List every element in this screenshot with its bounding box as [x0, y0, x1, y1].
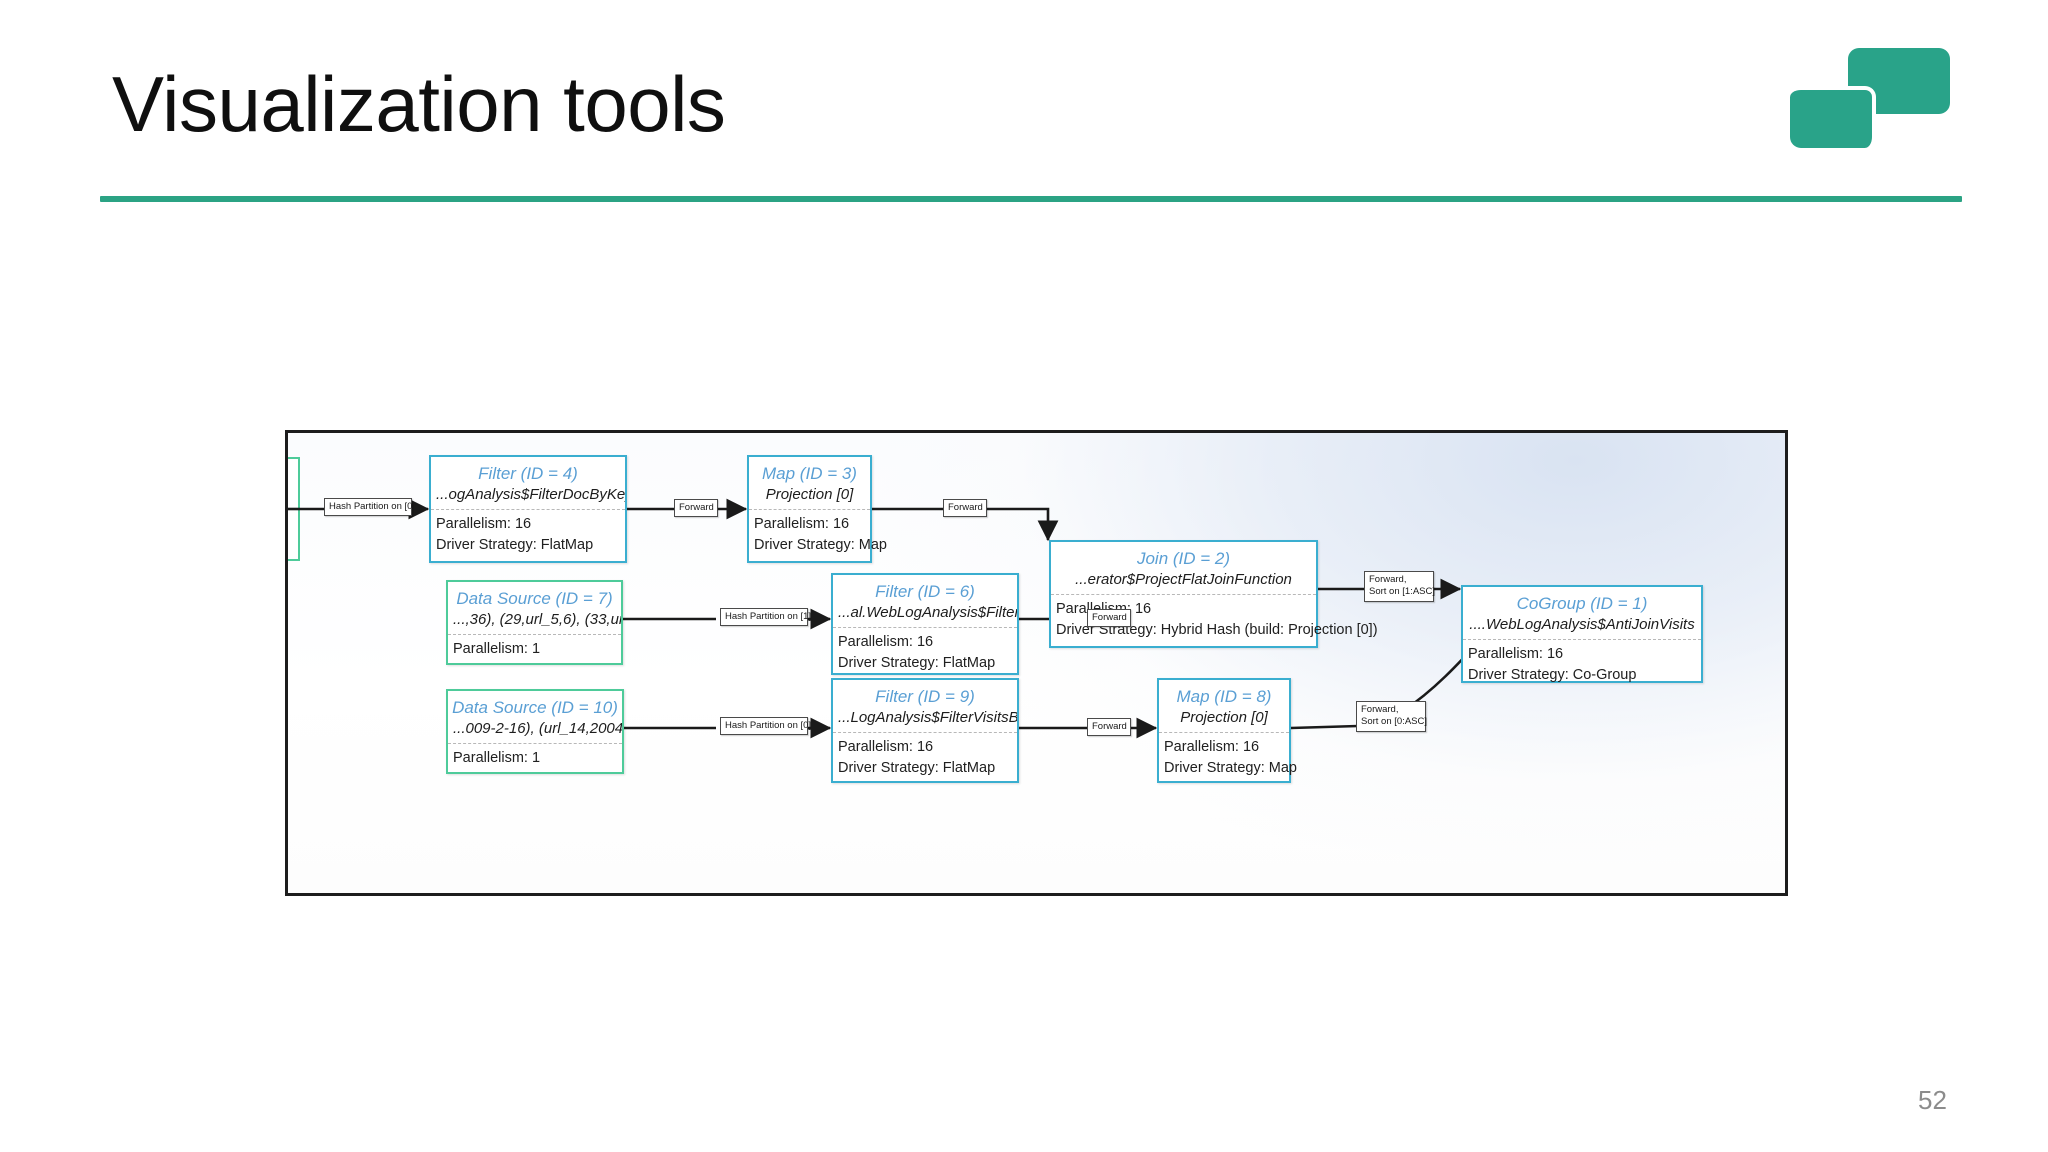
operator-header: Data Source (ID = 10) — [452, 698, 618, 717]
operator-subtitle: ...al.WebLogAnalysis$FilterByRank — [833, 602, 1017, 628]
operator-body: Parallelism: 1 — [448, 635, 621, 664]
execution-plan-viewport[interactable]: Filter (ID = 4) ...ogAnalysis$FilterDocB… — [285, 430, 1788, 896]
edge-label-forward-map3-join2[interactable]: Forward — [943, 499, 987, 517]
operator-header: Filter (ID = 6) — [875, 582, 975, 601]
operator-node-filter-9[interactable]: Filter (ID = 9) ...LogAnalysis$FilterVis… — [831, 678, 1019, 783]
operator-body: Parallelism: 1 — [448, 744, 622, 773]
operator-driver-strategy: Driver Strategy: FlatMap — [436, 537, 594, 554]
operator-header: CoGroup (ID = 1) — [1516, 594, 1648, 613]
operator-subtitle: ...LogAnalysis$FilterVisitsByDate — [833, 707, 1017, 733]
operator-driver-strategy: Driver Strategy: FlatMap — [838, 760, 996, 777]
operator-body: Parallelism: 16 Driver Strategy: Map — [749, 510, 887, 560]
operator-driver-strategy: Driver Strategy: Co-Group — [1468, 667, 1637, 684]
operator-subtitle: ...ogAnalysis$FilterDocByKeyWords — [431, 484, 625, 510]
operator-driver-strategy: Driver Strategy: Hybrid Hash (build: Pro… — [1056, 622, 1378, 639]
operator-header: Join (ID = 2) — [1136, 549, 1231, 568]
operator-node-filter-6[interactable]: Filter (ID = 6) ...al.WebLogAnalysis$Fil… — [831, 573, 1019, 675]
operator-parallelism: Parallelism: 16 — [754, 516, 850, 532]
edge-label-line-1: Forward — [679, 502, 714, 513]
operator-parallelism: Parallelism: 16 — [1468, 646, 1564, 662]
operator-body: Parallelism: 16 Driver Strategy: FlatMap — [833, 628, 1017, 678]
logo-square-front — [1790, 86, 1876, 148]
edge-label-line-2: Sort on [1:ASC] — [1369, 586, 1436, 598]
operator-node-data-source-7[interactable]: Data Source (ID = 7) ...,36), (29,url_5,… — [446, 580, 623, 665]
edge-label-line-1: Hash Partition on [1] — [725, 611, 812, 622]
operator-body: Parallelism: 16 Driver Strategy: Co-Grou… — [1463, 640, 1701, 690]
operator-node-cogroup-1[interactable]: CoGroup (ID = 1) ....WebLogAnalysis$Anti… — [1461, 585, 1703, 683]
page-title: Visualization tools — [112, 60, 726, 148]
operator-body: Parallelism: 16 Driver Strategy: FlatMap — [833, 733, 1017, 783]
operator-driver-strategy: Driver Strategy: Map — [1164, 760, 1297, 777]
operator-driver-strategy: Driver Strategy: Map — [754, 537, 887, 554]
operator-parallelism: Parallelism: 16 — [838, 739, 934, 755]
operator-body: Parallelism: 16 Driver Strategy: FlatMap — [431, 510, 625, 560]
operator-header: Data Source (ID = 7) — [456, 589, 613, 608]
edge-label-line-1: Forward — [948, 502, 983, 513]
operator-parallelism: Parallelism: 1 — [453, 641, 541, 657]
edge-label-hash-partition-1-filter6[interactable]: Hash Partition on [1] — [720, 608, 812, 626]
operator-node-data-source-10[interactable]: Data Source (ID = 10) ...009-2-16), (url… — [446, 689, 624, 774]
operator-subtitle: ...,36), (29,url_5,6), (33,url_6, — [448, 609, 621, 635]
edge-label-line-1: Forward — [1092, 721, 1127, 732]
edge-label-line-1: Hash Partition on [0] — [725, 720, 812, 731]
edge-label-line-1: Forward — [1092, 612, 1127, 623]
operator-header: Filter (ID = 4) — [478, 464, 578, 483]
edge-label-line-1: Forward, — [1361, 704, 1399, 715]
edge-label-forward-filter9-map8[interactable]: Forward — [1087, 718, 1131, 736]
operator-header: Map (ID = 3) — [762, 464, 857, 483]
edge-label-hash-partition-0-filter4[interactable]: Hash Partition on [0] — [324, 498, 416, 516]
operator-subtitle: ....WebLogAnalysis$AntiJoinVisits — [1463, 614, 1701, 640]
edge-label-line-1: Forward, — [1369, 574, 1407, 585]
operator-node-filter-4[interactable]: Filter (ID = 4) ...ogAnalysis$FilterDocB… — [429, 455, 627, 563]
title-underline-rule — [100, 196, 1962, 202]
operator-parallelism: Parallelism: 16 — [838, 634, 934, 650]
edge-label-forward-filter4-map3[interactable]: Forward — [674, 499, 718, 517]
clipped-data-source-node — [288, 457, 300, 561]
page-number: 52 — [1918, 1085, 1947, 1115]
operator-subtitle: Projection [0] — [1159, 707, 1289, 733]
operator-header: Map (ID = 8) — [1176, 687, 1272, 706]
operator-header: Filter (ID = 9) — [875, 687, 975, 706]
edge-label-hash-partition-0-filter9[interactable]: Hash Partition on [0] — [720, 717, 812, 735]
operator-node-join-2[interactable]: Join (ID = 2) ...erator$ProjectFlatJoinF… — [1049, 540, 1378, 648]
operator-subtitle: ...009-2-16), (url_14,2004-11-9), — [448, 718, 622, 744]
operator-parallelism: Parallelism: 1 — [453, 750, 541, 766]
operator-parallelism: Parallelism: 16 — [436, 516, 532, 532]
brand-logo — [1790, 48, 1950, 148]
operator-node-map-3[interactable]: Map (ID = 3) Projection [0] Parallelism:… — [747, 455, 887, 563]
edge-label-forward-filter6-join2[interactable]: Forward — [1087, 609, 1131, 627]
operator-parallelism: Parallelism: 16 — [1164, 739, 1260, 755]
operator-subtitle: ...erator$ProjectFlatJoinFunction — [1051, 569, 1316, 595]
operator-subtitle: Projection [0] — [749, 484, 870, 510]
operator-node-map-8[interactable]: Map (ID = 8) Projection [0] Parallelism:… — [1157, 678, 1297, 783]
edge-label-forward-sort-map8-cogroup1[interactable]: Forward, Sort on [0:ASC] — [1356, 701, 1428, 732]
operator-body: Parallelism: 16 Driver Strategy: Map — [1159, 733, 1297, 783]
operator-driver-strategy: Driver Strategy: FlatMap — [838, 655, 996, 672]
edge-label-line-1: Hash Partition on [0] — [329, 501, 416, 512]
edge-label-line-2: Sort on [0:ASC] — [1361, 716, 1428, 728]
edge-label-forward-sort-join2-cogroup1[interactable]: Forward, Sort on [1:ASC] — [1364, 571, 1436, 602]
execution-plan-canvas[interactable]: Filter (ID = 4) ...ogAnalysis$FilterDocB… — [288, 433, 1785, 893]
